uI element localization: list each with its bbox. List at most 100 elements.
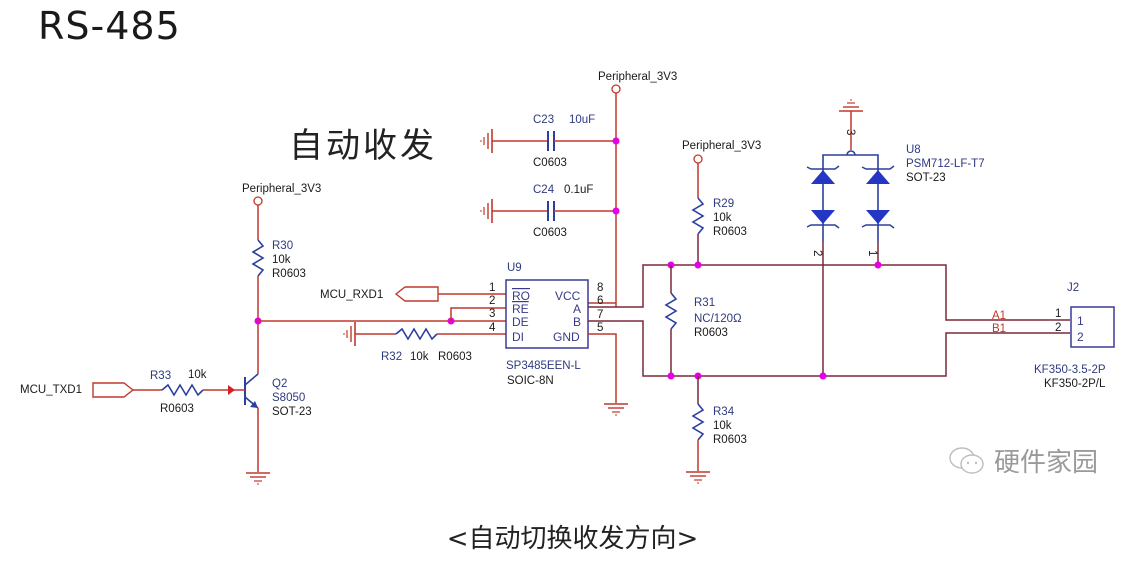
net-label-mcu-txd: MCU_TXD1	[20, 384, 82, 396]
u9-pin-num: 4	[489, 322, 496, 334]
r30-footprint: R0603	[272, 268, 306, 280]
power-label-vcc-r30: Peripheral_3V3	[242, 183, 321, 195]
junction-dot	[612, 207, 620, 215]
j2-body	[1070, 306, 1115, 348]
r33-value: 10k	[188, 369, 207, 381]
j2-pin-num: 1	[1055, 308, 1061, 320]
port-mcu-rxd	[394, 286, 439, 302]
ground-symbol	[685, 471, 711, 484]
power-port-vcc-r29	[693, 154, 703, 164]
ground-symbol	[480, 128, 493, 154]
r29-ref: R29	[713, 198, 734, 210]
net-label-b1: B1	[992, 323, 1006, 335]
tvs-zener-bar	[861, 165, 895, 170]
r32-value: 10k	[410, 351, 429, 363]
u8-common	[822, 154, 879, 241]
j2-ref: J2	[1067, 282, 1079, 294]
u9-pin-name-ro: RO	[512, 289, 530, 303]
u8-pin3-hop	[846, 150, 856, 156]
wire-gnd	[588, 333, 617, 403]
u9-pin-num: 8	[597, 282, 603, 294]
watermark: 硬件家园	[948, 442, 1098, 479]
net-label-a1: A1	[992, 310, 1006, 322]
c24-ref: C24	[533, 184, 555, 196]
tvs-diode	[811, 210, 835, 224]
u9-pin-name-gnd: GND	[553, 330, 580, 344]
power-label-vcc-r29: Peripheral_3V3	[682, 140, 761, 152]
r32-ref: R32	[381, 351, 402, 363]
u9-pin-num: 2	[489, 295, 495, 307]
u9-right-pins: VCC A B GND 8 6 7 5	[553, 282, 603, 344]
r32-footprint: R0603	[438, 351, 472, 363]
wire-re	[450, 307, 506, 321]
r31-footprint: R0603	[694, 327, 728, 339]
r30-body	[251, 239, 265, 277]
tvs-diode	[866, 170, 890, 184]
q2-value: S8050	[272, 392, 305, 404]
tvs-diode	[866, 210, 890, 224]
power-label-vcc-top: Peripheral_3V3	[598, 71, 677, 83]
ground-symbol	[603, 403, 629, 416]
r31-ref: R31	[694, 297, 715, 309]
u8-pin-2: 2	[811, 250, 823, 256]
tvs-diode	[811, 170, 835, 184]
net-label-mcu-rxd: MCU_RXD1	[320, 289, 383, 301]
ground-symbol	[343, 321, 356, 347]
r34-body	[691, 403, 705, 441]
junction-dot	[612, 137, 620, 145]
port-mcu-txd	[92, 382, 135, 398]
r29-body	[691, 197, 705, 235]
r32-body	[395, 327, 438, 341]
wire-b	[588, 320, 1070, 377]
wire-a	[588, 264, 1070, 321]
u8-pin-1: 1	[866, 250, 878, 256]
tvs-zener-bar	[806, 165, 840, 170]
q2-footprint: SOT-23	[272, 406, 312, 418]
wechat-icon	[949, 446, 984, 474]
power-port-vcc-top	[611, 84, 621, 94]
r29-footprint: R0603	[713, 226, 747, 238]
junction-dot	[819, 372, 827, 380]
tvs-zener-bar	[861, 224, 895, 229]
q2-collector	[244, 373, 259, 386]
u9-left-pins: 1 2 3 4 RO RE DE DI	[489, 282, 530, 344]
junction-dot	[874, 261, 882, 269]
j2-inner-pin: 2	[1077, 330, 1084, 344]
u9-pin-num: 5	[597, 322, 603, 334]
j2-pin-num: 2	[1055, 322, 1061, 334]
u9-pin-name-b: B	[573, 315, 581, 329]
figure-caption: <自动切换收发方向>	[446, 524, 699, 554]
q2-ref: Q2	[272, 378, 287, 390]
u9-footprint: SOIC-8N	[507, 375, 554, 387]
u9-body	[505, 279, 589, 349]
u8-ref: U8	[906, 144, 921, 156]
r33-footprint: R0603	[160, 403, 194, 415]
u9-pin-num: 1	[489, 282, 495, 294]
r29-value: 10k	[713, 212, 732, 224]
r34-value: 10k	[713, 420, 732, 432]
ground-symbol	[838, 99, 864, 112]
j2-value: KF350-3.5-2P	[1034, 364, 1106, 376]
r33-ref: R33	[150, 370, 171, 382]
ground-symbol	[245, 472, 271, 485]
u9-pin-name-di: DI	[512, 330, 524, 344]
u8-value: PSM712-LF-T7	[906, 158, 985, 170]
c23-value: 10uF	[569, 114, 595, 126]
c24-footprint: C0603	[533, 227, 567, 239]
c23-ref: C23	[533, 114, 554, 126]
u9-value: SP3485EEN-L	[506, 360, 581, 372]
u9-pin-num: 3	[489, 308, 495, 320]
u8-pin-3: 3	[844, 129, 856, 135]
subtitle-auto-txrx: 自动收发	[289, 126, 437, 166]
ground-symbol	[480, 198, 493, 224]
j2-inner-pin: 1	[1077, 314, 1084, 328]
q2-emitter-arrow	[250, 401, 258, 408]
r31-value: NC/120Ω	[694, 313, 742, 325]
u9-pin-name-re: RE	[512, 302, 529, 316]
u8-footprint: SOT-23	[906, 172, 946, 184]
page-title: RS-485	[38, 4, 181, 48]
junction-dot	[667, 372, 675, 380]
c23-footprint: C0603	[533, 157, 567, 169]
u9-ref: U9	[507, 262, 522, 274]
